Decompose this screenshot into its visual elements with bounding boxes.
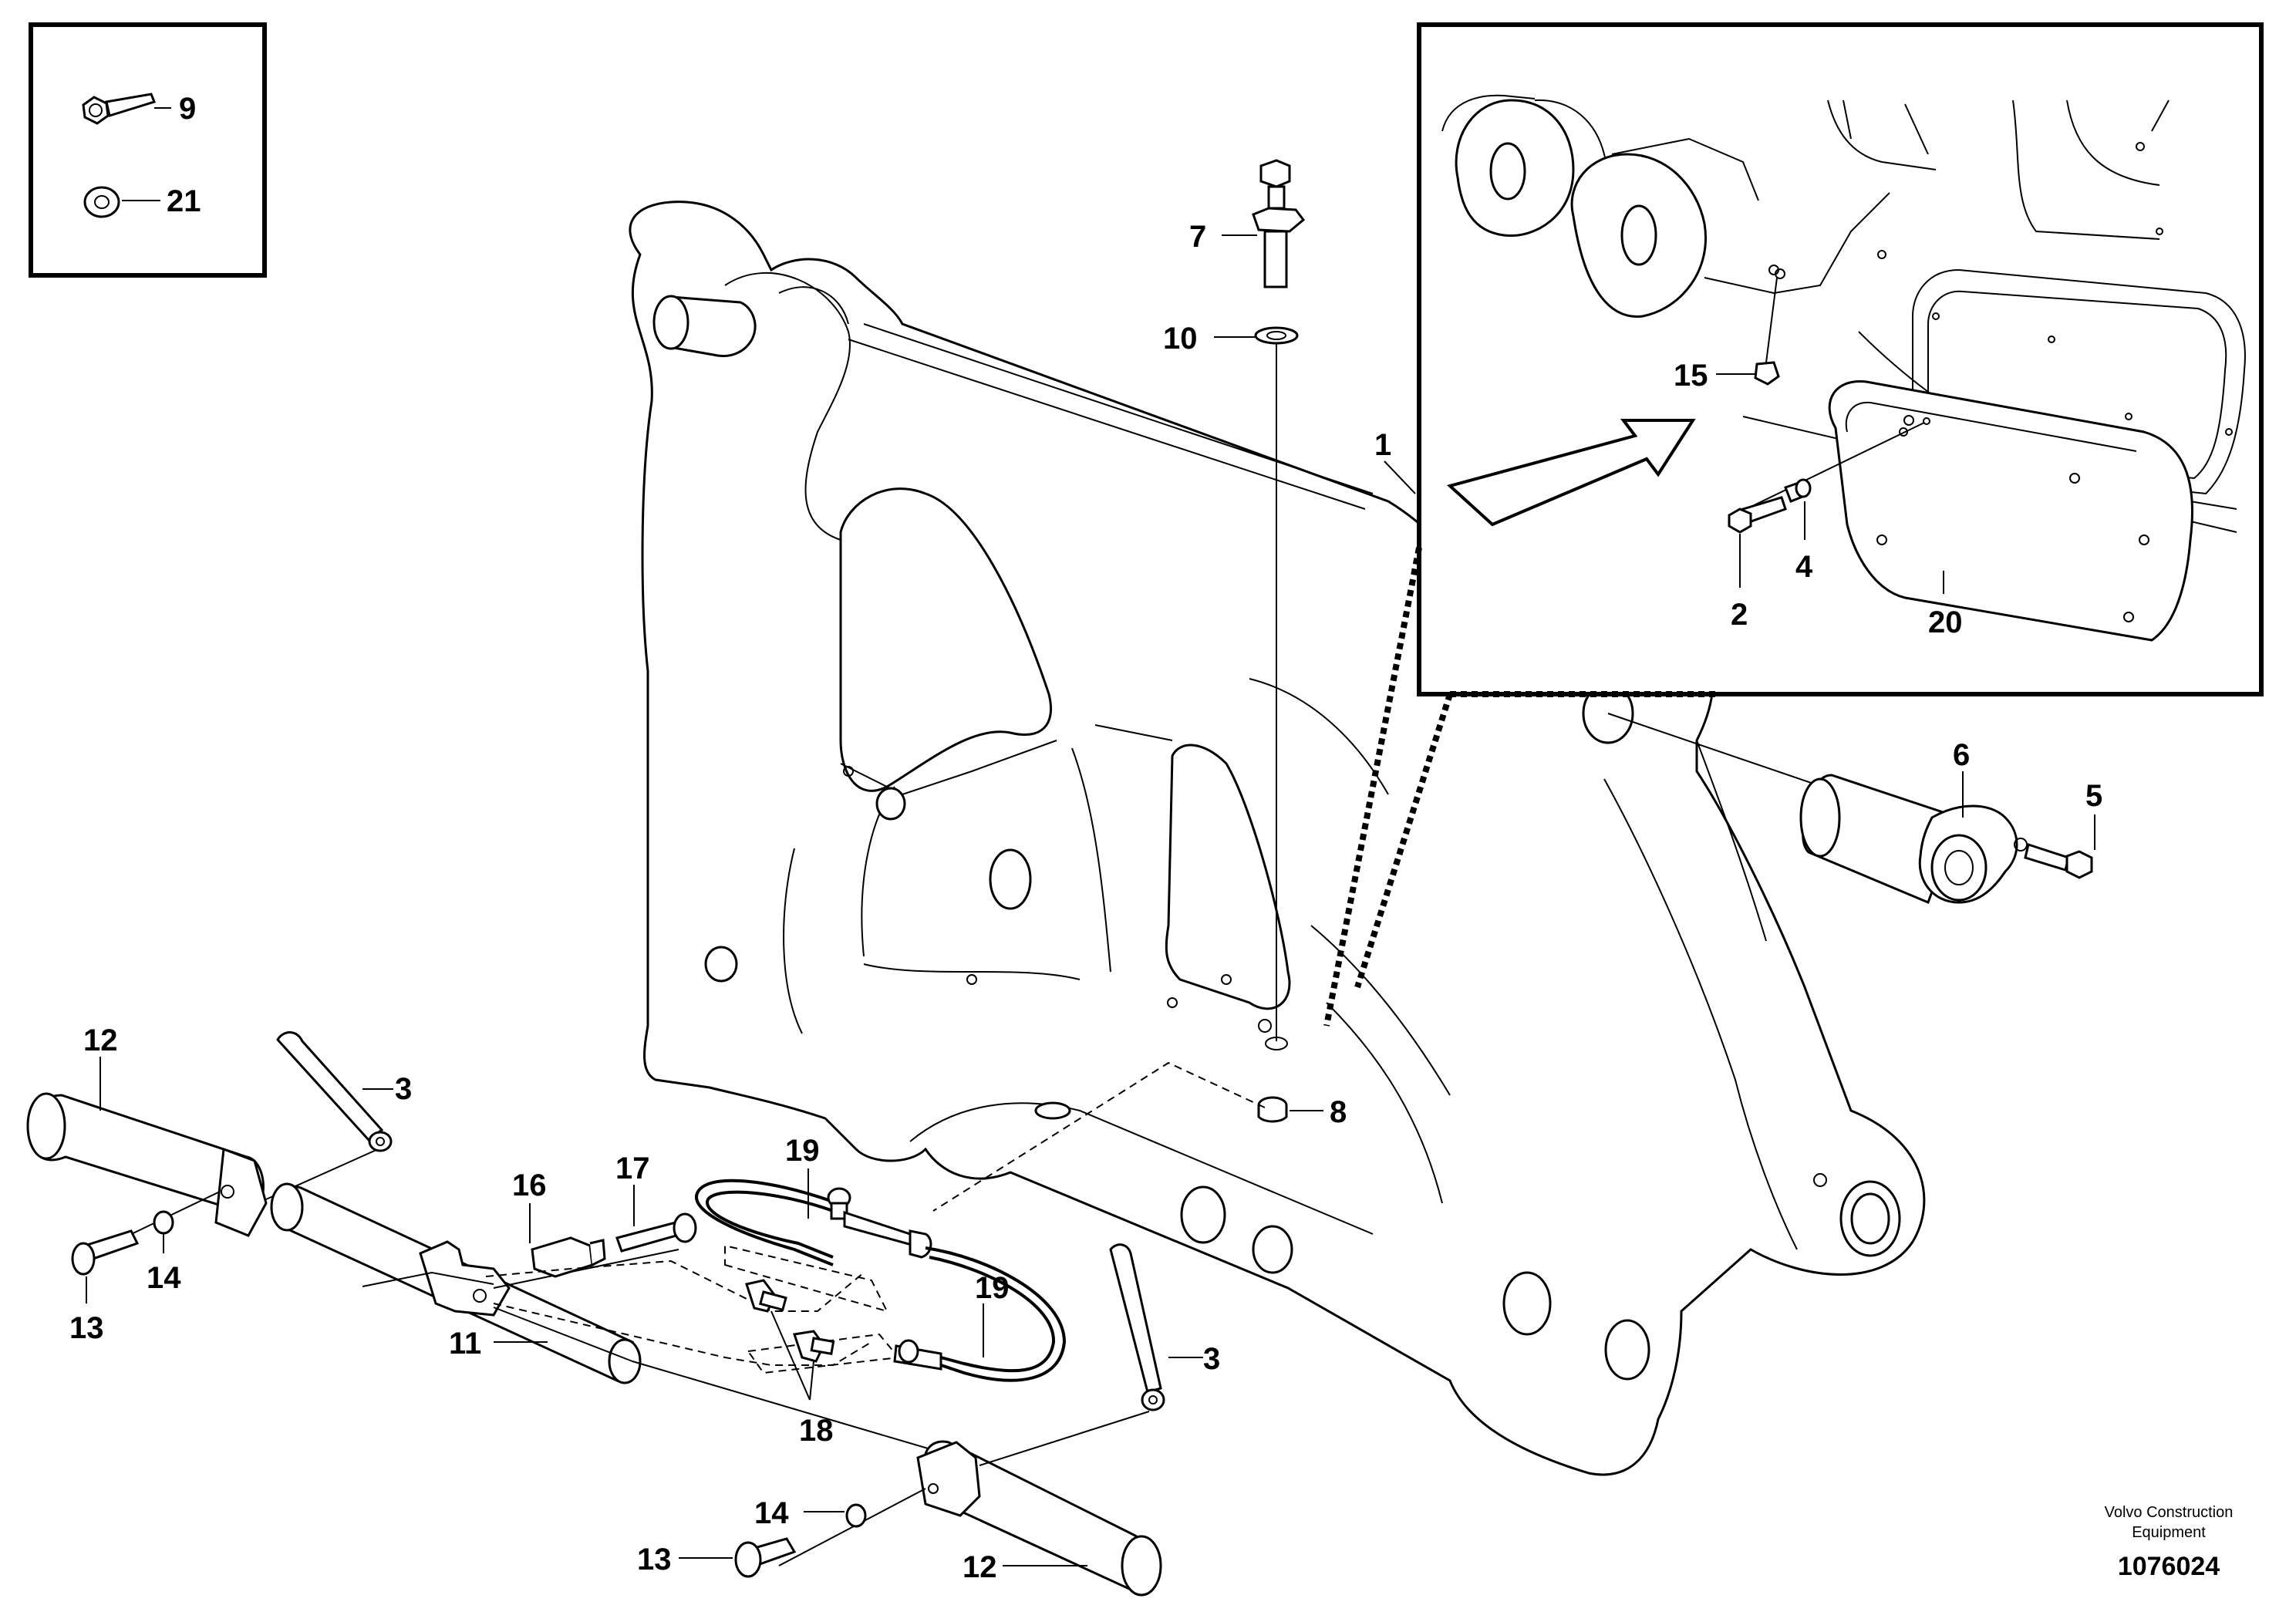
washer-14-lower [845, 1503, 867, 1528]
flange-bolt-icon [82, 93, 156, 125]
callout-5: 5 [2085, 779, 2102, 813]
drawing-number: 1076024 [2118, 1552, 2220, 1581]
cotter-3-upper [276, 1031, 393, 1152]
bolt-13-upper [71, 1229, 140, 1276]
leader-1 [1384, 460, 1416, 494]
bolt-13-lower [734, 1537, 797, 1578]
callout-14a: 14 [147, 1261, 181, 1295]
callout-13a: 13 [69, 1311, 104, 1345]
brand-line-2: Equipment [2132, 1524, 2206, 1541]
callout-11: 11 [449, 1327, 481, 1361]
callout-19a: 19 [785, 1134, 820, 1168]
spacer-washer-icon [83, 186, 120, 218]
spacer-4 [1784, 478, 1812, 503]
hardware-legend-box: 9 21 [29, 22, 267, 278]
hose-route-dashed [932, 1061, 1266, 1212]
callout-3b: 3 [1203, 1342, 1220, 1376]
callout-21: 21 [167, 184, 201, 218]
pin-6 [1799, 774, 2028, 904]
callout-8: 8 [1330, 1095, 1347, 1129]
callout-19b: 19 [975, 1271, 1010, 1305]
callout-16: 16 [512, 1168, 547, 1202]
publisher-block: Volvo Construction Equipment 1076024 [2105, 1504, 2234, 1581]
inset-link-dotted [1323, 547, 1720, 1027]
callout-1: 1 [1374, 428, 1391, 462]
view-direction-arrow [1446, 419, 1696, 527]
brand-line-1: Volvo Construction [2105, 1504, 2234, 1521]
bolt-17 [615, 1212, 697, 1253]
pin-12-upper [26, 1092, 268, 1237]
fitting-18-b [793, 1330, 835, 1363]
callout-14b: 14 [754, 1496, 789, 1530]
callout-7: 7 [1189, 220, 1206, 254]
callout-20: 20 [1928, 605, 1963, 639]
fitting-18-a [745, 1279, 787, 1313]
hose-19-upper [695, 1179, 932, 1266]
callout-17: 17 [615, 1152, 650, 1185]
hose-19-lower [893, 1246, 1067, 1382]
bolt-5 [2024, 843, 2093, 879]
pin-12-lower [916, 1440, 1162, 1597]
callout-4: 4 [1795, 550, 1813, 584]
pin-11 [270, 1182, 642, 1384]
callout-2: 2 [1731, 598, 1748, 632]
callout-9: 9 [179, 92, 196, 126]
callout-15: 15 [1674, 359, 1708, 393]
callout-3a: 3 [395, 1072, 412, 1106]
part-8-fitting [1257, 1096, 1288, 1123]
bolt-2 [1728, 496, 1787, 534]
callout-6: 6 [1953, 738, 1970, 772]
pin-12-lower-axis [632, 1361, 934, 1451]
cotter-3-lower [1109, 1243, 1165, 1411]
callout-12b: 12 [963, 1550, 997, 1584]
washer-14-upper [153, 1210, 174, 1235]
detail-inset-box: 15 2 4 20 [1417, 22, 2264, 696]
grease-nipple-15 [1754, 361, 1780, 386]
callout-12a: 12 [83, 1023, 118, 1057]
callout-13b: 13 [637, 1543, 672, 1576]
grease-fitting-assembly [1252, 159, 1306, 345]
cover-plate-20 [1828, 379, 2193, 642]
connector-16 [531, 1236, 606, 1278]
callout-10: 10 [1163, 322, 1198, 356]
